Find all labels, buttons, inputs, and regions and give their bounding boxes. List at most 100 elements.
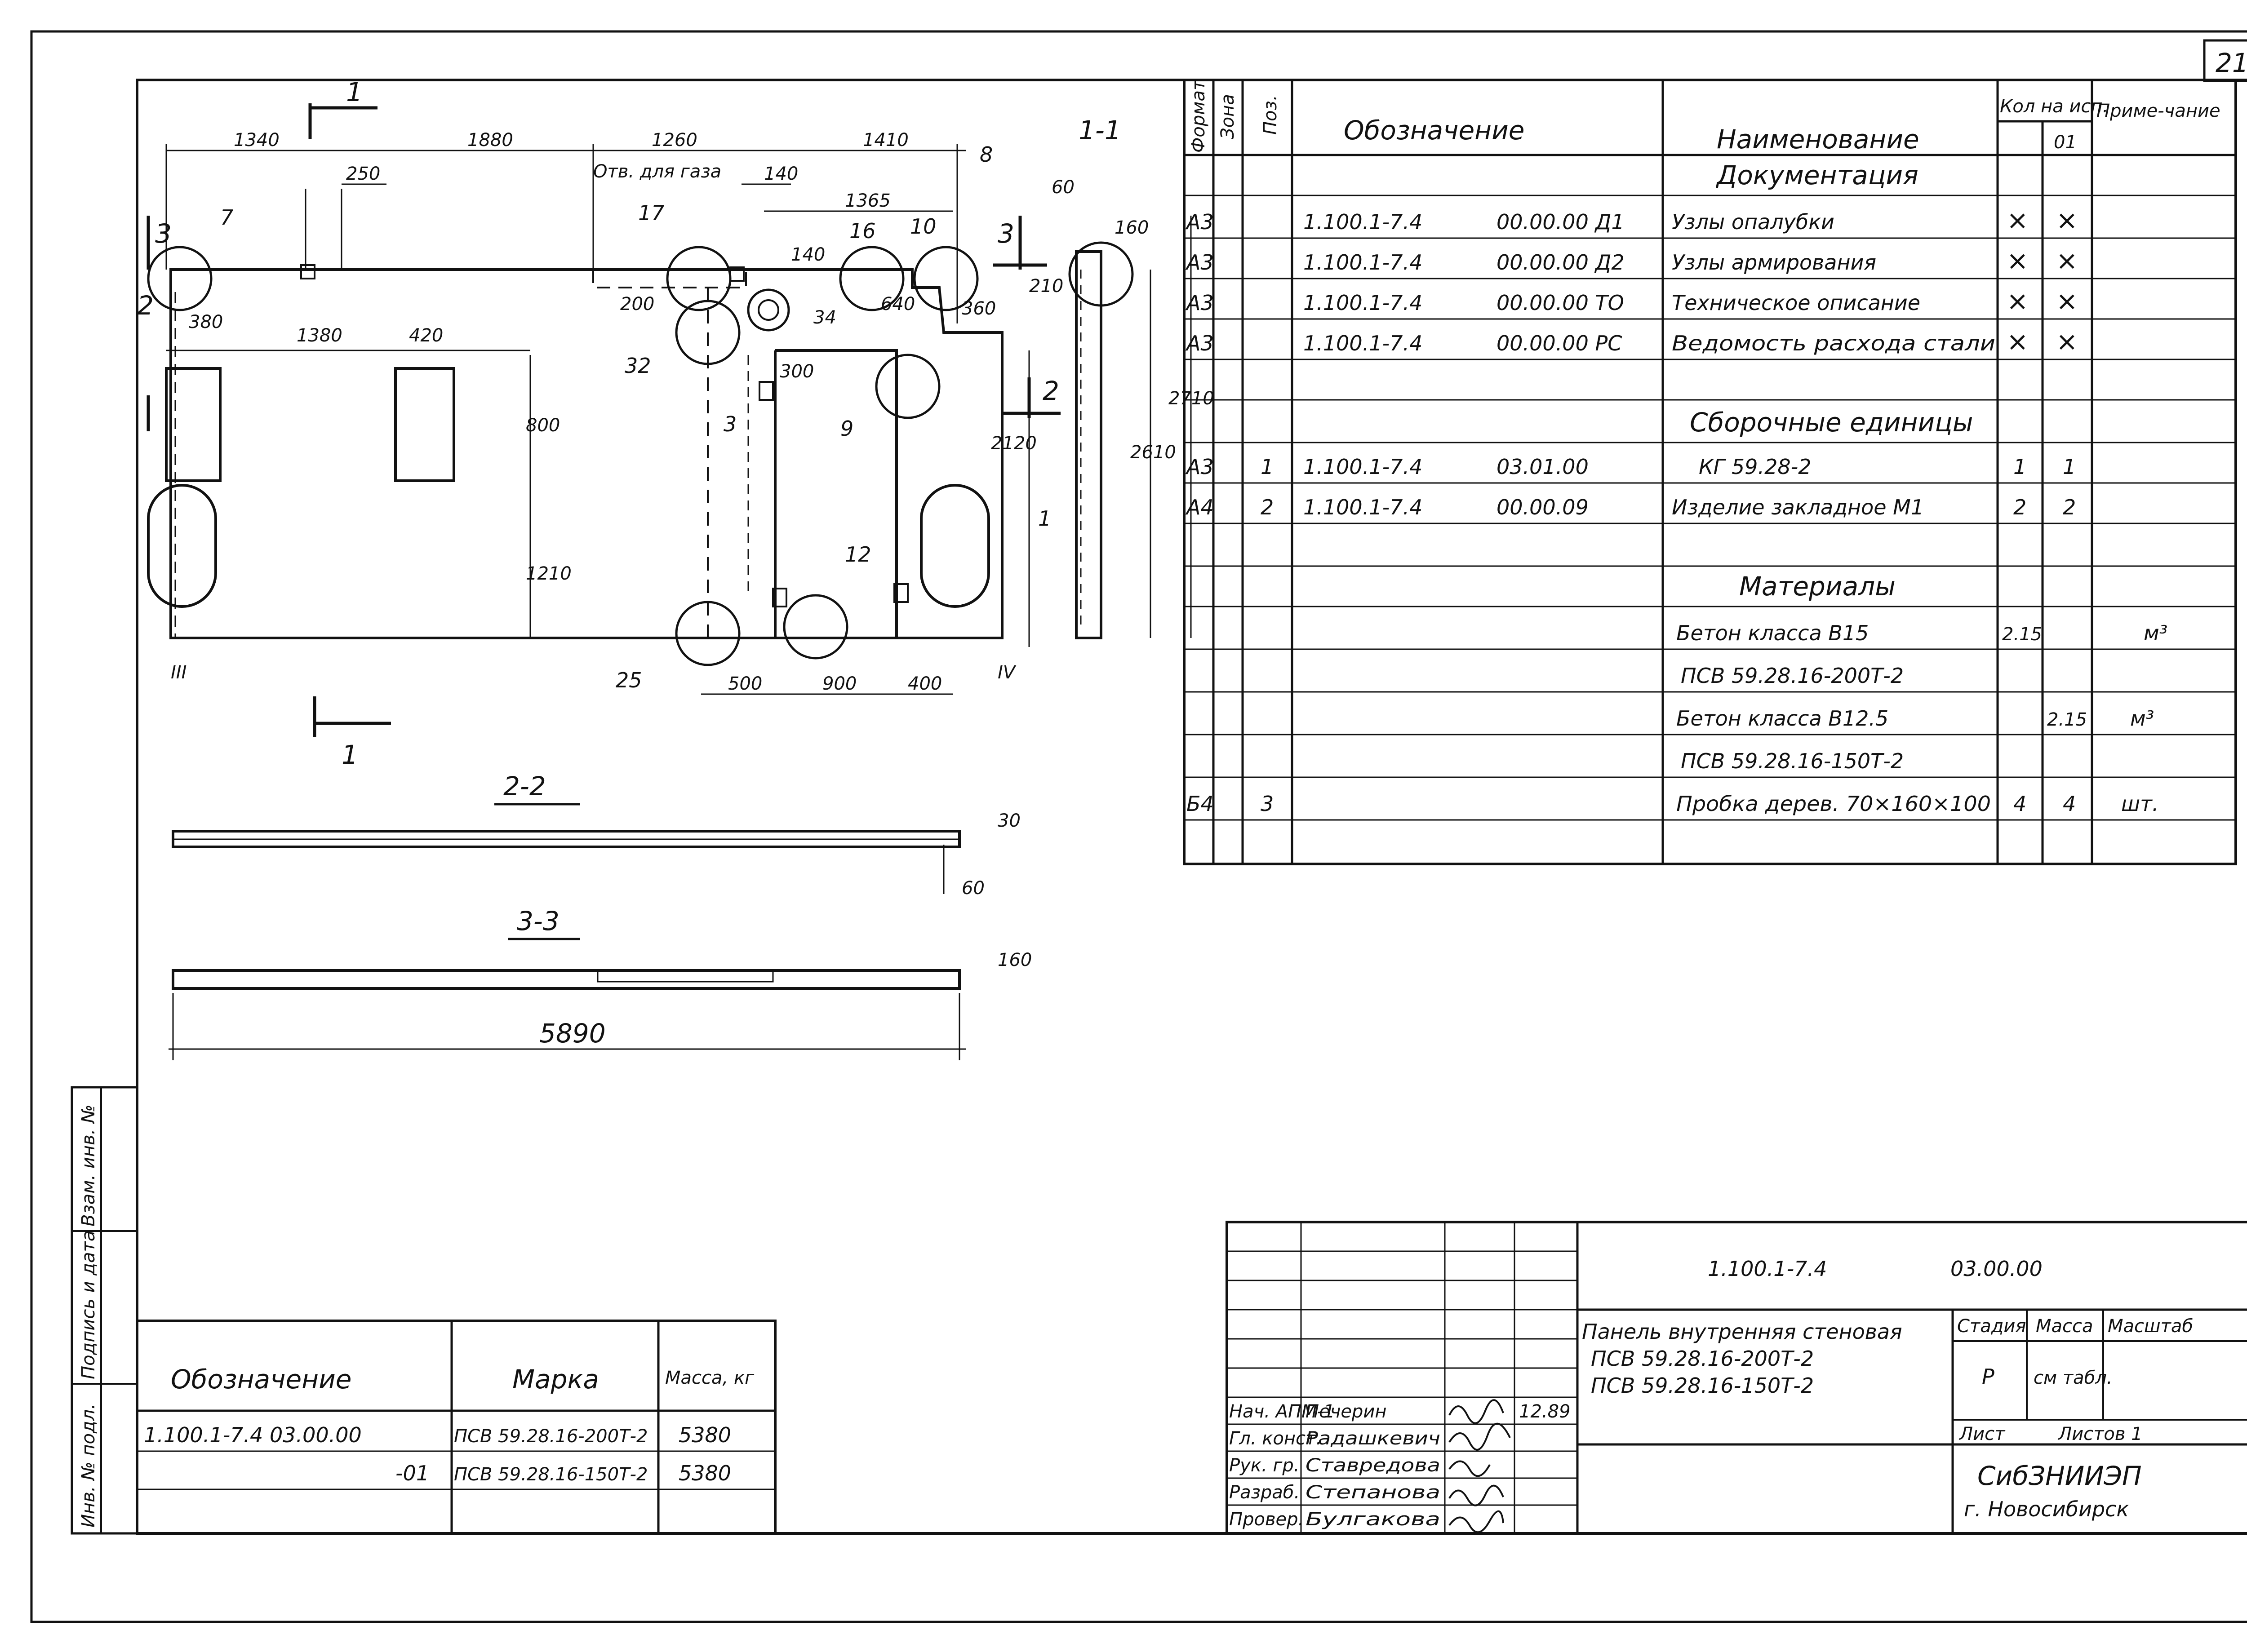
svg-text:×: × <box>2056 326 2078 357</box>
dim-140: 140 <box>764 164 798 184</box>
svg-text:1.100.1-7.4: 1.100.1-7.4 <box>1303 455 1422 479</box>
svg-text:Узлы армирования: Узлы армирования <box>1672 250 1876 275</box>
svg-text:00.00.00 Д1: 00.00.00 Д1 <box>1497 210 1625 234</box>
svg-text:А3: А3 <box>1185 455 1214 479</box>
section-mark-1-top: 1 <box>346 77 363 107</box>
signer-row: Провер. Булгакова <box>1229 1509 1440 1530</box>
dim-250: 250 <box>346 164 380 184</box>
svg-text:1.100.1-7.4: 1.100.1-7.4 <box>1303 495 1422 519</box>
section-documentation: Документация <box>1715 160 1918 190</box>
side-stamp-inv: Инв. № подл. <box>78 1404 99 1528</box>
svg-text:Печерин: Печерин <box>1306 1401 1386 1422</box>
section-3-3-label: 3-3 <box>517 906 560 936</box>
svg-text:Техническое описание: Техническое описание <box>1672 291 1920 315</box>
svg-text:×: × <box>2056 286 2078 316</box>
spec-header-note: Приме-чание <box>2096 101 2220 121</box>
svg-text:12.89: 12.89 <box>1519 1401 1571 1422</box>
svg-text:Б4: Б4 <box>1186 792 1214 816</box>
dim-1365: 1365 <box>845 190 891 211</box>
section-3-3-profile <box>172 969 961 990</box>
variants-header-designation: Обозначение <box>171 1364 351 1395</box>
signature-scribble <box>1448 1399 1504 1424</box>
svg-text:Изделие закладное М1: Изделие закладное М1 <box>1672 495 1924 519</box>
signature-scribble <box>1448 1422 1511 1451</box>
title-block: 1.100.1-7.4 03.00.00 Панель внутренняя с… <box>1226 1221 2247 1535</box>
callout-7: 7 <box>220 205 233 230</box>
title-sheet-label: Лист <box>1958 1424 2006 1444</box>
title-sheets-label: Листов 1 <box>2057 1424 2143 1444</box>
callout-17: 17 <box>638 201 665 225</box>
table-row: А3 1.100.1-7.4 00.00.00 ТО Техническое о… <box>1185 286 2078 316</box>
section-1-1-label: 1-1 <box>1079 115 1121 146</box>
svg-text:2: 2 <box>2063 495 2076 519</box>
dim-1340: 1340 <box>234 130 280 151</box>
title-line-3: ПСВ 59.28.16-150Т-2 <box>1591 1373 1814 1398</box>
svg-text:А3: А3 <box>1185 331 1214 355</box>
svg-text:Гл. конст.: Гл. конст. <box>1229 1428 1322 1449</box>
table-row: Бетон класса В15 2.15 м³ <box>1676 621 2167 645</box>
table-row: ПСВ 59.28.16-200Т-2 <box>1681 664 1904 688</box>
dim-900: 900 <box>822 673 857 694</box>
svg-text:4: 4 <box>2013 792 2026 816</box>
dim-2120: 2120 <box>991 433 1037 454</box>
spec-header-designation: Обозначение <box>1344 115 1524 146</box>
dim-140b: 140 <box>791 244 825 265</box>
door-opening <box>774 349 898 638</box>
outer-border <box>30 30 2247 1623</box>
panel-outline <box>169 268 1004 639</box>
svg-text:1.100.1-7.4: 1.100.1-7.4 <box>1303 210 1422 234</box>
svg-text:м³: м³ <box>2144 621 2167 645</box>
dim-500: 500 <box>728 673 762 694</box>
dim-160: 160 <box>1115 217 1149 238</box>
svg-text:Ставредова: Ставредова <box>1306 1455 1440 1476</box>
title-stage-label: Стадия <box>1957 1316 2026 1337</box>
signer-row: Рук. гр. Ставредова <box>1229 1455 1440 1476</box>
svg-text:00.00.00 РС: 00.00.00 РС <box>1497 331 1622 355</box>
spec-header-name: Наименование <box>1717 124 1919 155</box>
svg-text:1: 1 <box>2013 455 2026 479</box>
svg-text:3: 3 <box>1261 792 1274 816</box>
variants-header-mass: Масса, кг <box>665 1368 755 1388</box>
dim-420: 420 <box>409 325 443 346</box>
title-line-2: ПСВ 59.28.16-200Т-2 <box>1591 1346 1814 1371</box>
dim-60: 60 <box>1052 177 1075 198</box>
svg-text:шт.: шт. <box>2121 792 2159 816</box>
svg-text:4: 4 <box>2063 792 2076 816</box>
svg-text:00.00.00 ТО: 00.00.00 ТО <box>1497 291 1624 315</box>
svg-text:Булгакова: Булгакова <box>1306 1509 1440 1530</box>
node-mark-iii: III <box>171 662 187 683</box>
opening-left <box>165 367 222 482</box>
spec-header-qty: Кол на исп. <box>2000 96 2108 117</box>
section-mark-3-left: 3 <box>155 218 172 249</box>
variant-1-mass: 5380 <box>679 1423 731 1447</box>
svg-text:Узлы опалубки: Узлы опалубки <box>1672 210 1834 234</box>
side-stamp-sign: Подпись и дата <box>78 1231 99 1379</box>
variant-1-mark: ПСВ 59.28.16-200Т-2 <box>454 1426 648 1447</box>
svg-text:КГ 59.28-2: КГ 59.28-2 <box>1699 455 1811 479</box>
callout-3: 3 <box>724 412 737 436</box>
dim-60-sec: 60 <box>962 878 985 899</box>
svg-text:Бетон класса В12.5: Бетон класса В12.5 <box>1676 706 1888 731</box>
callout-12: 12 <box>845 542 871 567</box>
callout-25: 25 <box>616 668 642 692</box>
signer-row: Нач. АПМ-1 Печерин 12.89 <box>1229 1401 1571 1422</box>
svg-text:Ведомость расхода стали: Ведомость расхода стали <box>1672 331 1995 355</box>
svg-text:1.100.1-7.4: 1.100.1-7.4 <box>1303 331 1422 355</box>
dim-210: 210 <box>1029 276 1063 297</box>
section-mark-2-left: 2 <box>137 290 154 321</box>
title-mass-value: см табл. <box>2034 1368 2113 1388</box>
table-row: Б4 3 Пробка дерев. 70×160×100 4 4 шт. <box>1186 792 2159 816</box>
svg-text:Нач. АПМ-1: Нач. АПМ-1 <box>1229 1401 1335 1422</box>
spec-header-pos: Поз. <box>1260 95 1281 135</box>
lifting-loop-left <box>147 484 217 608</box>
svg-text:Разраб.: Разраб. <box>1229 1482 1300 1503</box>
section-mark-1-bottom: 1 <box>342 740 358 770</box>
table-row: А3 1 1.100.1-7.4 03.01.00 КГ 59.28-2 1 1 <box>1185 455 2076 479</box>
section-mark-2-right: 2 <box>1043 376 1059 406</box>
table-row: А4 2 1.100.1-7.4 00.00.09 Изделие заклад… <box>1185 495 2076 519</box>
node-mark-iv: IV <box>998 662 1017 683</box>
svg-text:А3: А3 <box>1185 210 1214 234</box>
svg-text:А4: А4 <box>1185 495 1214 519</box>
spec-table: Формат Зона Поз. Обозначение Наименовани… <box>1183 79 2237 865</box>
dim-2610: 2610 <box>1130 442 1176 463</box>
